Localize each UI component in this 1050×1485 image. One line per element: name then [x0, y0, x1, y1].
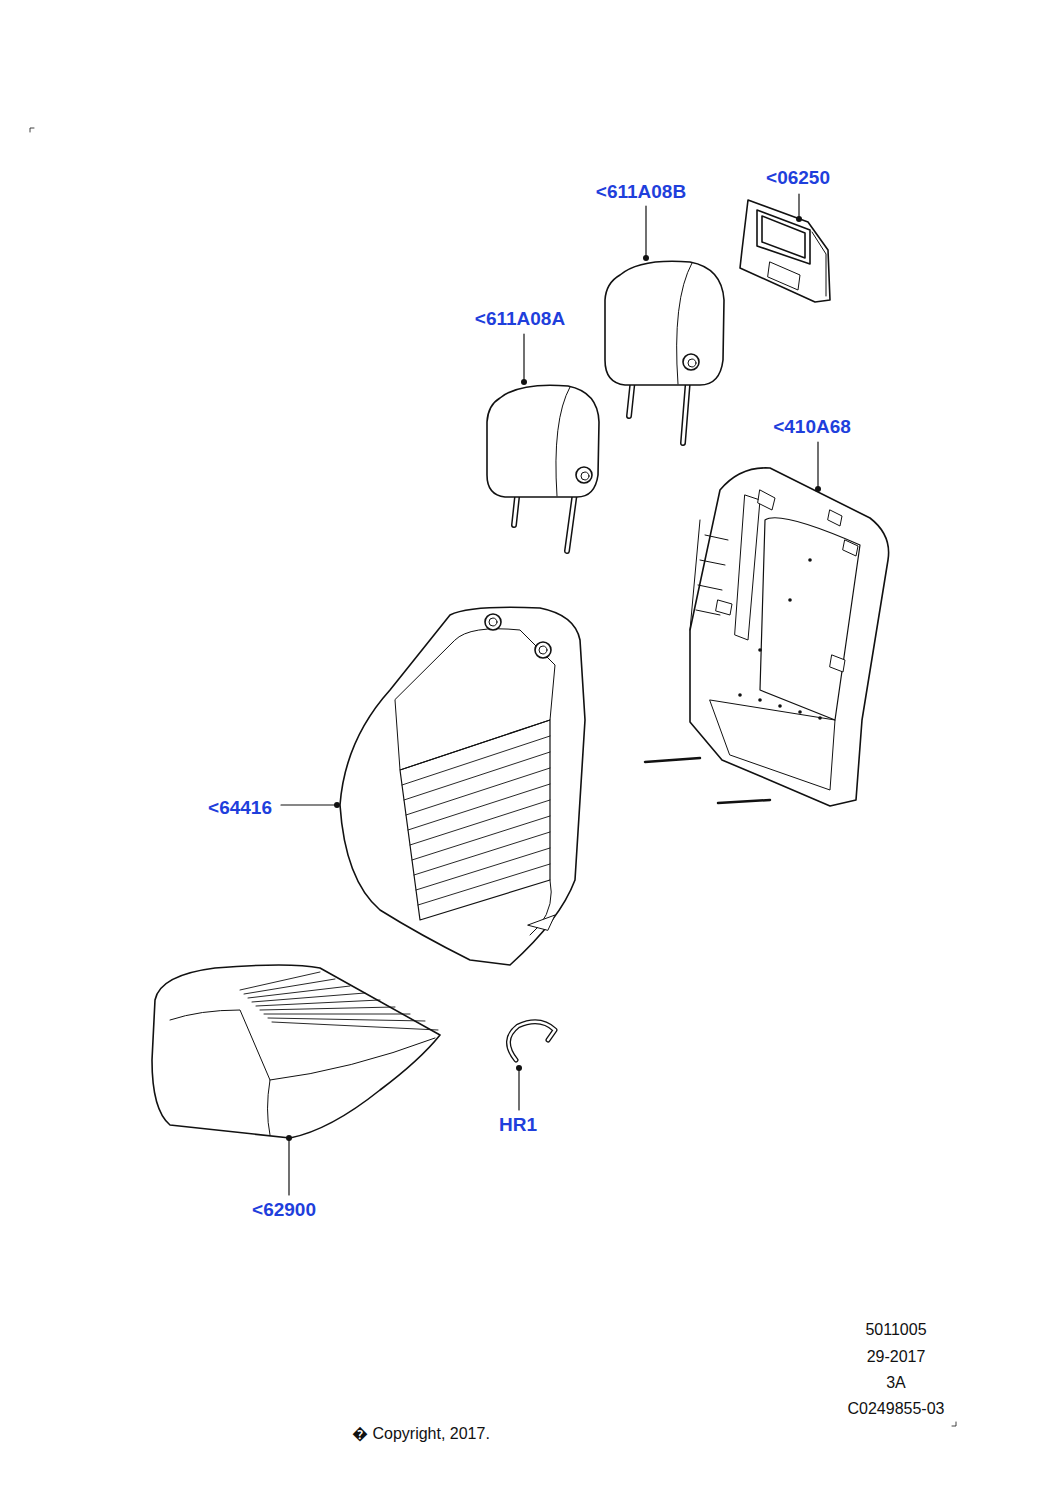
leader-dot — [286, 216, 821, 1141]
drawing-date: 29-2017 — [867, 1348, 926, 1366]
drawing-number: 5011005 — [865, 1321, 926, 1339]
drawing-code: C0249855-03 — [848, 1400, 945, 1418]
callout-number: <611A08B — [596, 181, 686, 203]
drawing-revision: 3A — [886, 1374, 906, 1392]
headrest — [487, 385, 599, 551]
copyright-note: � Copyright, 2017. — [352, 1425, 490, 1443]
leader-line — [281, 194, 818, 1195]
seatback-cover — [340, 607, 585, 965]
callout-number: <62900 — [252, 1199, 316, 1221]
seatback-frame — [645, 468, 889, 806]
display-frame — [740, 200, 830, 302]
callout-number: <64416 — [208, 797, 272, 819]
headrest — [605, 261, 724, 443]
hog-ring-clip — [508, 1022, 555, 1060]
callout-number: <611A08A — [475, 308, 565, 330]
callout-number: <410A68 — [773, 416, 851, 438]
callout-number: HR1 — [499, 1114, 537, 1136]
seat-cushion — [152, 965, 440, 1138]
callout-number: <06250 — [766, 167, 830, 189]
